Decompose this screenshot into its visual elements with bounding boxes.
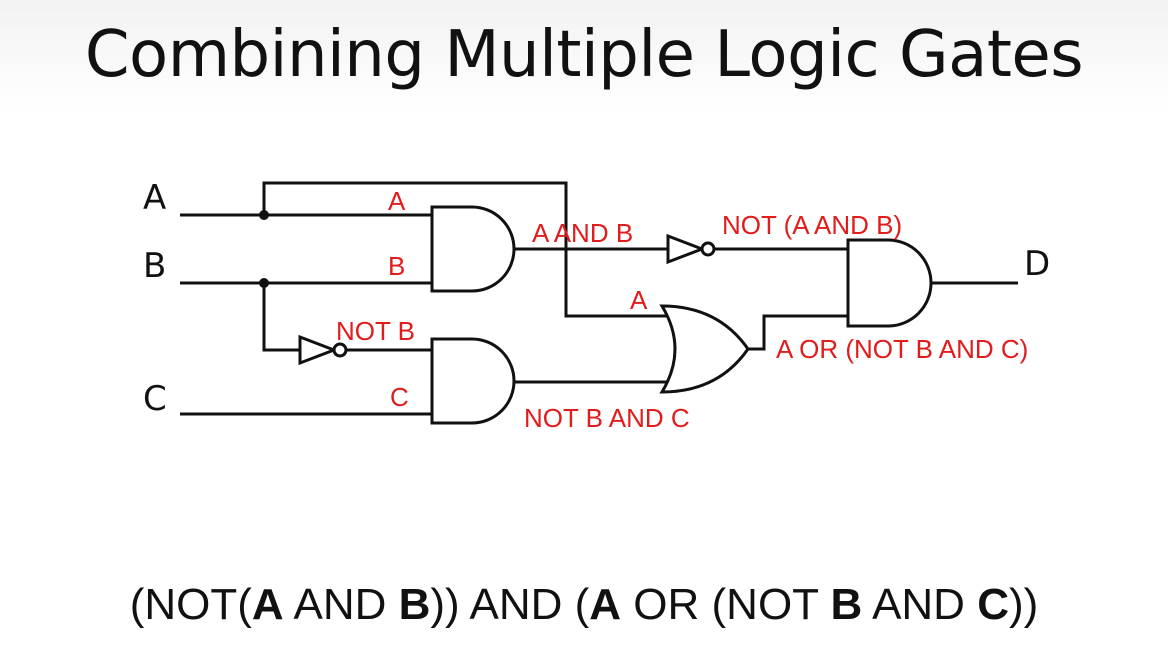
wire-a-to-or <box>262 181 674 318</box>
or-gate <box>659 304 750 394</box>
label-not-b-and-c: NOT B AND C <box>524 403 690 433</box>
not-gate-ab <box>666 233 716 265</box>
label-and1-input-b: B <box>388 251 405 281</box>
wire-b-to-not <box>262 283 300 352</box>
label-a-and-b: A AND B <box>532 218 633 248</box>
label-not-a-and-b: NOT (A AND B) <box>722 210 902 240</box>
label-not-b: NOT B <box>336 316 415 346</box>
wires <box>180 181 1018 416</box>
label-and2-input-c: C <box>390 382 409 412</box>
input-c-label: C <box>143 379 167 419</box>
and-gate-ab <box>430 205 516 293</box>
label-a-or-not-b-and-c: A OR (NOT B AND C) <box>776 334 1028 364</box>
not-gate-b <box>298 334 348 366</box>
input-b-label: B <box>143 246 166 286</box>
label-and1-input-a: A <box>388 186 406 216</box>
input-a-label: A <box>143 178 166 218</box>
wire-or-to-and3 <box>748 314 848 351</box>
junction-dot-b <box>259 278 269 288</box>
and-gate-notb-c <box>430 337 516 425</box>
slide-title: Combining Multiple Logic Gates <box>84 18 1084 92</box>
label-or-input-a: A <box>630 285 648 315</box>
boolean-expression: (NOT(A AND B)) AND (A OR (NOT B AND C)) <box>129 580 1039 629</box>
and-gate-output <box>846 238 933 328</box>
output-d-label: D <box>1024 244 1050 284</box>
junction-dot-a <box>259 210 269 220</box>
